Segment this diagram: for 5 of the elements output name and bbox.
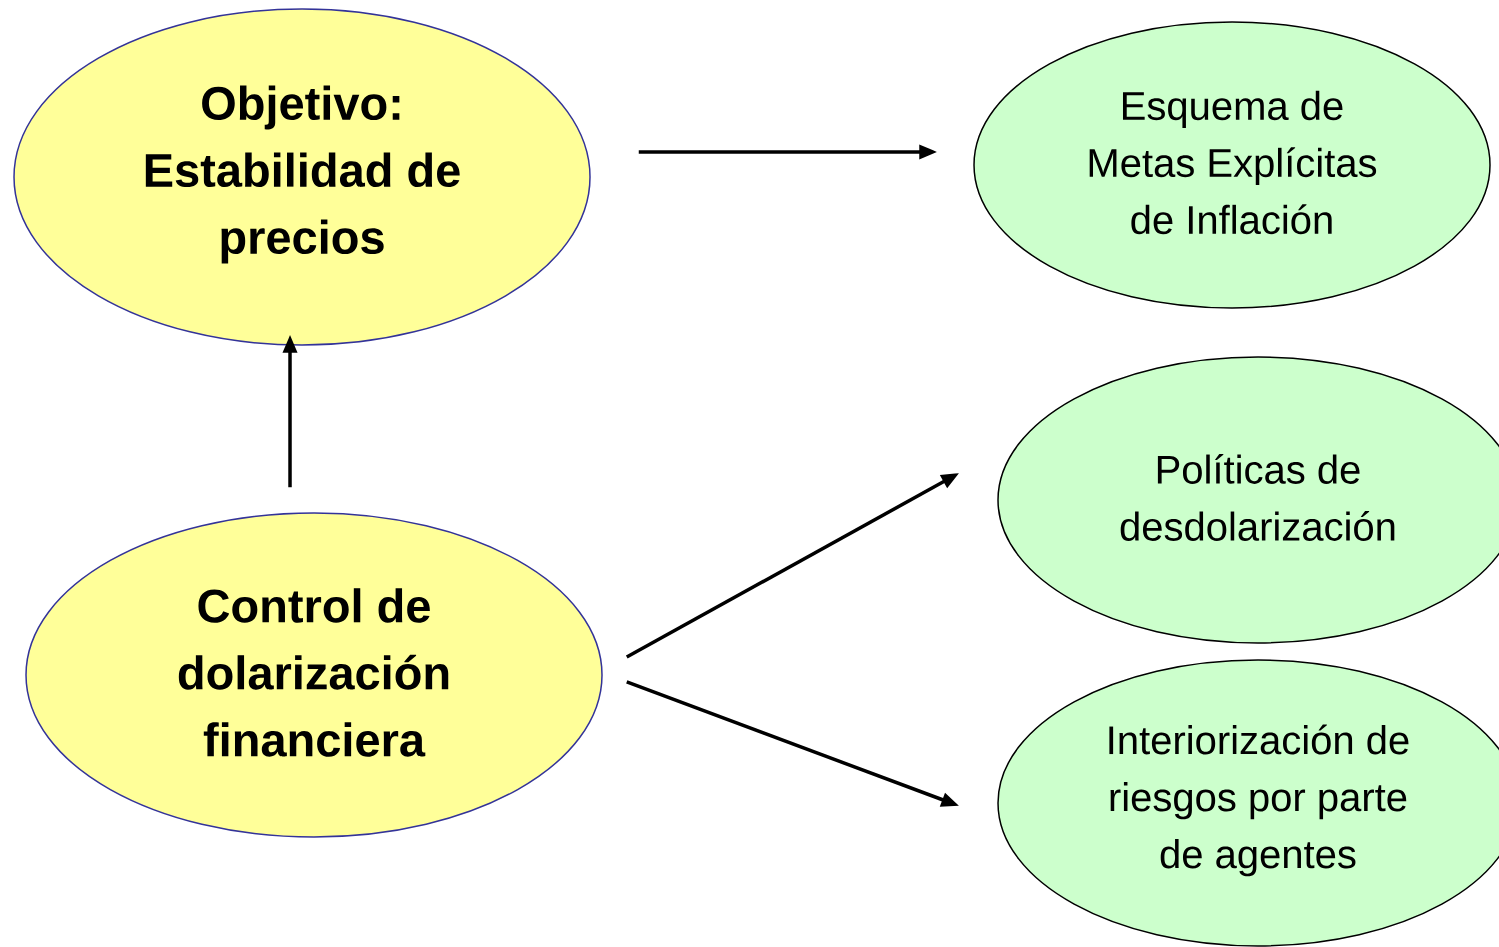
ellipse-node: Interiorización de riesgos por parte de agentes: [997, 659, 1499, 947]
ellipse-node: Objetivo: Estabilidad de precios: [13, 8, 591, 346]
ellipse-node: Políticas de desdolarización: [997, 356, 1499, 644]
ellipse-node: Esquema de Metas Explícitas de Inflación: [973, 21, 1491, 309]
ellipse-node: Control de dolarización financiera: [25, 512, 603, 838]
